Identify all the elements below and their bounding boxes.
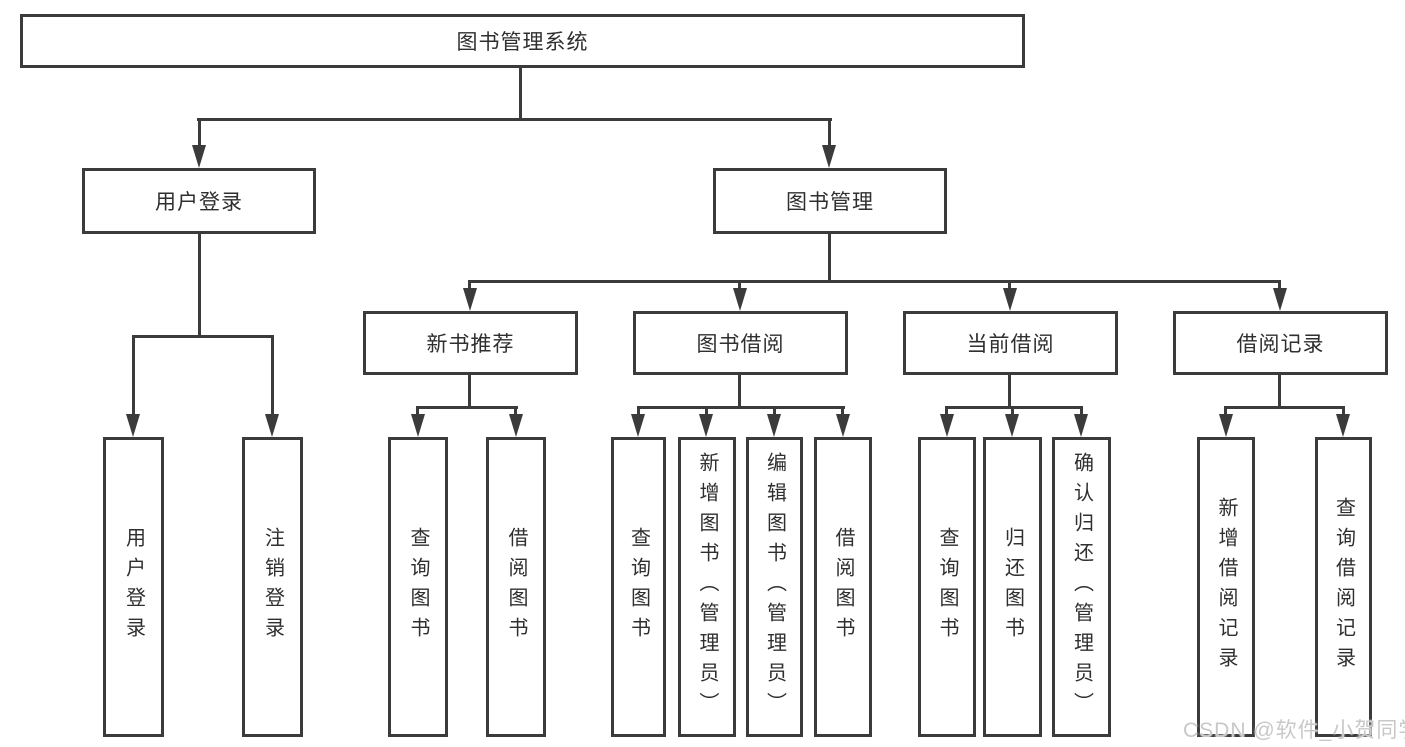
- connector-line: [132, 335, 135, 417]
- connector-line: [828, 118, 831, 148]
- arrowhead-down: [822, 145, 836, 168]
- leaf-label: 查询图书: [407, 527, 429, 647]
- node-current-borrowing: 当前借阅: [903, 311, 1118, 375]
- connector-line: [1224, 406, 1345, 409]
- connector-line: [637, 406, 640, 416]
- arrowhead-down: [126, 414, 140, 437]
- connector-line: [705, 406, 708, 416]
- leaf-label: 查询借阅记录: [1332, 497, 1355, 677]
- connector-line: [1342, 406, 1345, 416]
- arrowhead-down: [631, 414, 645, 437]
- connector-line: [197, 118, 832, 121]
- connector-line: [945, 406, 948, 416]
- leaf-label: 借阅图书: [832, 527, 854, 647]
- connector-line: [1278, 375, 1281, 406]
- connector-line: [271, 335, 274, 417]
- connector-line: [1278, 280, 1281, 292]
- leaf-confirm-return-admin: 确认归还（管理员）: [1052, 437, 1111, 737]
- node-root-library-system: 图书管理系统: [20, 14, 1025, 68]
- arrowhead-down: [509, 414, 523, 437]
- leaf-label: 新增借阅记录: [1215, 497, 1237, 677]
- arrowhead-down: [1273, 288, 1287, 311]
- node-label: 借阅记录: [1236, 333, 1325, 356]
- arrowhead-down: [411, 414, 425, 437]
- arrowhead-down: [767, 414, 781, 437]
- leaf-logout: 注销登录: [242, 437, 303, 737]
- connector-line: [468, 375, 471, 406]
- node-label: 图书管理: [786, 191, 874, 214]
- arrowhead-down: [1005, 414, 1019, 437]
- node-label: 图书管理系统: [456, 31, 589, 54]
- connector-line: [841, 406, 844, 416]
- arrowhead-down: [1003, 288, 1017, 311]
- node-label: 图书借阅: [696, 333, 785, 356]
- arrowhead-down: [1219, 414, 1233, 437]
- leaf-label: 借阅图书: [505, 527, 527, 647]
- leaf-edit-books-admin: 编辑图书（管理员）: [746, 437, 803, 737]
- node-book-borrowing: 图书借阅: [633, 311, 848, 375]
- arrowhead-down: [733, 288, 747, 311]
- leaf-query-books-2: 查询图书: [611, 437, 666, 737]
- node-label: 新书推荐: [426, 333, 515, 356]
- node-label: 当前借阅: [966, 333, 1055, 356]
- connector-line: [514, 406, 517, 416]
- connector-line: [637, 406, 845, 409]
- connector-line: [519, 68, 522, 118]
- connector-line: [945, 406, 1083, 409]
- leaf-label: 用户登录: [122, 527, 145, 647]
- leaf-add-borrow-record: 新增借阅记录: [1197, 437, 1255, 737]
- arrowhead-down: [265, 414, 279, 437]
- connector-line: [468, 280, 471, 292]
- connector-line: [738, 280, 741, 292]
- csdn-watermark: CSDN @软件_小贺同学: [1183, 719, 1405, 742]
- leaf-query-books-3: 查询图书: [918, 437, 976, 737]
- connector-line: [1080, 406, 1083, 416]
- leaf-borrow-books-2: 借阅图书: [814, 437, 872, 737]
- arrowhead-down: [836, 414, 850, 437]
- connector-line: [468, 280, 1281, 283]
- connector-line: [132, 335, 274, 338]
- node-label: 用户登录: [155, 191, 243, 214]
- arrowhead-down: [1074, 414, 1088, 437]
- connector-line: [416, 406, 419, 416]
- connector-line: [198, 234, 201, 335]
- leaf-label: 查询图书: [627, 527, 650, 647]
- leaf-label: 注销登录: [261, 527, 284, 647]
- node-book-management: 图书管理: [713, 168, 947, 234]
- connector-line: [773, 406, 776, 416]
- leaf-return-books: 归还图书: [983, 437, 1042, 737]
- node-borrow-records: 借阅记录: [1173, 311, 1388, 375]
- connector-line: [1011, 406, 1014, 416]
- leaf-query-borrow-record: 查询借阅记录: [1315, 437, 1372, 737]
- connector-line: [738, 375, 741, 406]
- arrowhead-down: [463, 288, 477, 311]
- connector-line: [1224, 406, 1227, 416]
- connector-line: [1008, 280, 1011, 292]
- connector-line: [1008, 375, 1011, 406]
- leaf-user-login: 用户登录: [103, 437, 164, 737]
- arrowhead-down: [192, 145, 206, 168]
- leaf-label: 查询图书: [936, 527, 958, 647]
- arrowhead-down: [699, 414, 713, 437]
- node-new-book-recommend: 新书推荐: [363, 311, 578, 375]
- connector-line: [198, 118, 201, 148]
- connector-line: [417, 406, 518, 409]
- arrowhead-down: [1336, 414, 1350, 437]
- leaf-label: 新增图书（管理员）: [696, 452, 718, 722]
- leaf-label: 确认归还（管理员）: [1070, 452, 1093, 722]
- leaf-query-books: 查询图书: [388, 437, 448, 737]
- arrowhead-down: [940, 414, 954, 437]
- leaf-label: 归还图书: [1001, 527, 1024, 647]
- leaf-label: 编辑图书（管理员）: [763, 452, 786, 722]
- connector-line: [828, 234, 831, 280]
- leaf-add-books-admin: 新增图书（管理员）: [678, 437, 736, 737]
- leaf-borrow-books: 借阅图书: [486, 437, 546, 737]
- node-user-login: 用户登录: [82, 168, 316, 234]
